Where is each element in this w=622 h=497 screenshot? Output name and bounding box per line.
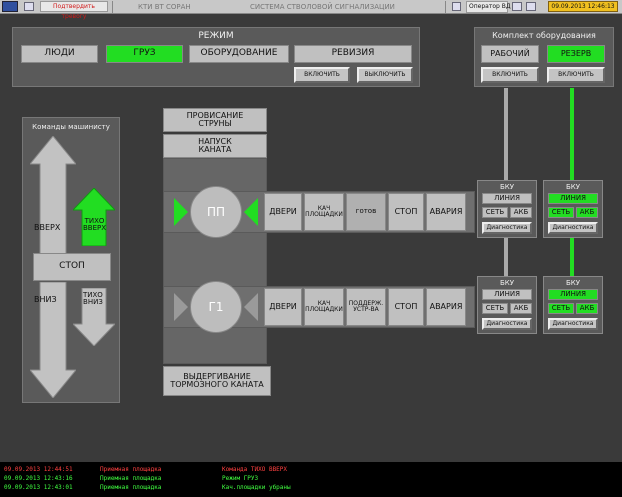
mode-enable-button[interactable]: ВКЛЮЧИТЬ — [294, 67, 350, 83]
log-row-event: Кач.площадки убраны — [222, 484, 291, 491]
app-logo-icon — [2, 1, 18, 12]
bku-net: СЕТЬ — [548, 303, 574, 314]
equipment-reserve-button[interactable]: РЕЗЕРВ — [547, 45, 605, 63]
equipment-panel-title: Комплект оборудования — [492, 31, 596, 40]
level-g1-cage[interactable]: Г1 — [190, 281, 242, 333]
bku-reserve-wire-lower — [570, 238, 574, 276]
level-pp-doors: ДВЕРИ — [264, 193, 302, 231]
settings-icon[interactable] — [512, 2, 522, 11]
bku-title: БКУ — [499, 279, 515, 287]
bku-work-wire-lower — [504, 238, 508, 276]
equipment-work-button[interactable]: РАБОЧИЙ — [481, 45, 539, 63]
log-row-place: Приемная площадка — [100, 466, 162, 473]
brake-rope-pull-indicator: ВЫДЕРГИВАНИЕ ТОРМОЗНОГО КАНАТА — [163, 366, 271, 396]
level-pp-ready: готов — [346, 193, 386, 231]
log-row-place: Приемная площадка — [100, 475, 162, 482]
bku-net: СЕТЬ — [482, 207, 508, 218]
bku-upper-work: БКУ ЛИНИЯ СЕТЬ АКБ Диагностика — [477, 180, 537, 238]
bku-akb: АКБ — [510, 207, 532, 218]
bku-work-wire — [504, 88, 508, 180]
level-pp-cage[interactable]: ПП — [190, 186, 242, 238]
mode-cargo-button[interactable]: ГРУЗ — [106, 45, 183, 63]
equipment-panel: Комплект оборудования РАБОЧИЙ РЕЗЕРВ ВКЛ… — [474, 27, 614, 87]
clock: 09.09.2013 12:46:13 — [548, 1, 618, 12]
user-field[interactable]: Оператор ВД — [466, 1, 511, 13]
log-row-place: Приемная площадка — [100, 484, 162, 491]
stop-button[interactable]: СТОП — [33, 253, 111, 281]
bku-reserve-wire — [570, 88, 574, 180]
up-arrow-icon[interactable] — [30, 136, 76, 254]
bku-line: ЛИНИЯ — [482, 289, 532, 300]
log-row-time: 09.09.2013 12:44:51 — [4, 466, 73, 473]
bku-line: ЛИНИЯ — [548, 289, 598, 300]
bku-diag-button[interactable]: Диагностика — [548, 222, 598, 234]
equipment-work-enable-button[interactable]: ВКЛЮЧИТЬ — [481, 67, 539, 83]
toolbar-separator — [445, 1, 446, 13]
down-arrow-icon[interactable] — [30, 282, 76, 398]
bku-net: СЕТЬ — [548, 207, 574, 218]
log-row-time: 09.09.2013 12:43:16 — [4, 475, 73, 482]
level-pp-alarm: АВАРИЯ — [426, 193, 466, 231]
bku-akb: АКБ — [510, 303, 532, 314]
bku-line: ЛИНИЯ — [482, 193, 532, 204]
up-label: ВВЕРХ — [34, 223, 61, 232]
mode-panel-title: РЕЖИМ — [198, 31, 234, 41]
rope-sag-indicator: ПРОВИСАНИЕ СТРУНЫ — [163, 108, 267, 132]
down-label: ВНИЗ — [34, 295, 57, 304]
info-icon[interactable] — [24, 2, 34, 11]
ack-alarm-button[interactable]: Подтвердить тревогу — [40, 1, 108, 20]
bku-upper-reserve: БКУ ЛИНИЯ СЕТЬ АКБ Диагностика — [543, 180, 603, 238]
bku-net: СЕТЬ — [482, 303, 508, 314]
bku-title: БКУ — [499, 183, 515, 191]
slow-down-label: ТИХО ВНИЗ — [83, 291, 103, 306]
user-icon — [452, 2, 461, 11]
bku-lower-reserve: БКУ ЛИНИЯ СЕТЬ АКБ Диагностика — [543, 276, 603, 334]
bku-diag-button[interactable]: Диагностика — [548, 318, 598, 330]
level-pp-right-arrow-icon — [244, 198, 258, 226]
operator-commands-panel: Команды машинисту ВВЕРХ ТИХО ВВЕРХ СТОП … — [22, 117, 120, 403]
log-row-time: 09.09.2013 12:43:01 — [4, 484, 73, 491]
level-pp-left-arrow-icon — [174, 198, 188, 226]
bku-diag-button[interactable]: Диагностика — [482, 222, 532, 234]
bku-lower-work: БКУ ЛИНИЯ СЕТЬ АКБ Диагностика — [477, 276, 537, 334]
toolbar-separator — [112, 1, 113, 13]
bku-diag-button[interactable]: Диагностика — [482, 318, 532, 330]
operator-panel-title: Команды машинисту — [32, 123, 110, 131]
slow-up-arrow-icon[interactable] — [73, 188, 115, 246]
mode-revision-button[interactable]: РЕВИЗИЯ — [294, 45, 412, 63]
system-title: СИСТЕМА СТВОЛОВОЙ СИГНАЛИЗАЦИИ — [250, 3, 395, 11]
slow-up-label: ТИХО ВВЕРХ — [83, 217, 107, 232]
mode-people-button[interactable]: ЛЮДИ — [21, 45, 98, 63]
slow-down-arrow-icon[interactable] — [73, 288, 115, 346]
level-g1-stop: СТОП — [388, 288, 424, 326]
bku-akb: АКБ — [576, 303, 598, 314]
rope-slack-indicator: НАПУСК КАНАТА — [163, 134, 267, 158]
log-row-event: Режим ГРУЗ — [222, 475, 259, 482]
level-pp-swing: КАЧ ПЛОЩАДКИ — [304, 193, 344, 231]
mode-disable-button[interactable]: ВЫКЛЮЧИТЬ — [357, 67, 413, 83]
mode-equipment-button[interactable]: ОБОРУДОВАНИЕ — [189, 45, 289, 63]
equipment-reserve-enable-button[interactable]: ВКЛЮЧИТЬ — [547, 67, 605, 83]
level-g1-support: ПОДДЕРЖ. УСТР-ВА — [346, 288, 386, 326]
level-g1-alarm: АВАРИЯ — [426, 288, 466, 326]
bku-title: БКУ — [565, 183, 581, 191]
mode-panel: РЕЖИМ ЛЮДИ ГРУЗ ОБОРУДОВАНИЕ РЕВИЗИЯ ВКЛ… — [12, 27, 420, 87]
org-name: КТИ ВТ СОРАН — [138, 3, 191, 11]
bku-line: ЛИНИЯ — [548, 193, 598, 204]
log-row-event: Команда ТИХО ВВЕРХ — [222, 466, 288, 473]
level-g1-right-arrow-icon — [244, 293, 258, 321]
level-pp-stop: СТОП — [388, 193, 424, 231]
level-g1-swing: КАЧ ПЛОЩАДКИ — [304, 288, 344, 326]
level-g1-doors: ДВЕРИ — [264, 288, 302, 326]
bku-akb: АКБ — [576, 207, 598, 218]
level-g1-left-arrow-icon — [174, 293, 188, 321]
bku-title: БКУ — [565, 279, 581, 287]
top-toolbar: Подтвердить тревогу КТИ ВТ СОРАН СИСТЕМА… — [0, 0, 622, 20]
logout-icon[interactable] — [526, 2, 536, 11]
